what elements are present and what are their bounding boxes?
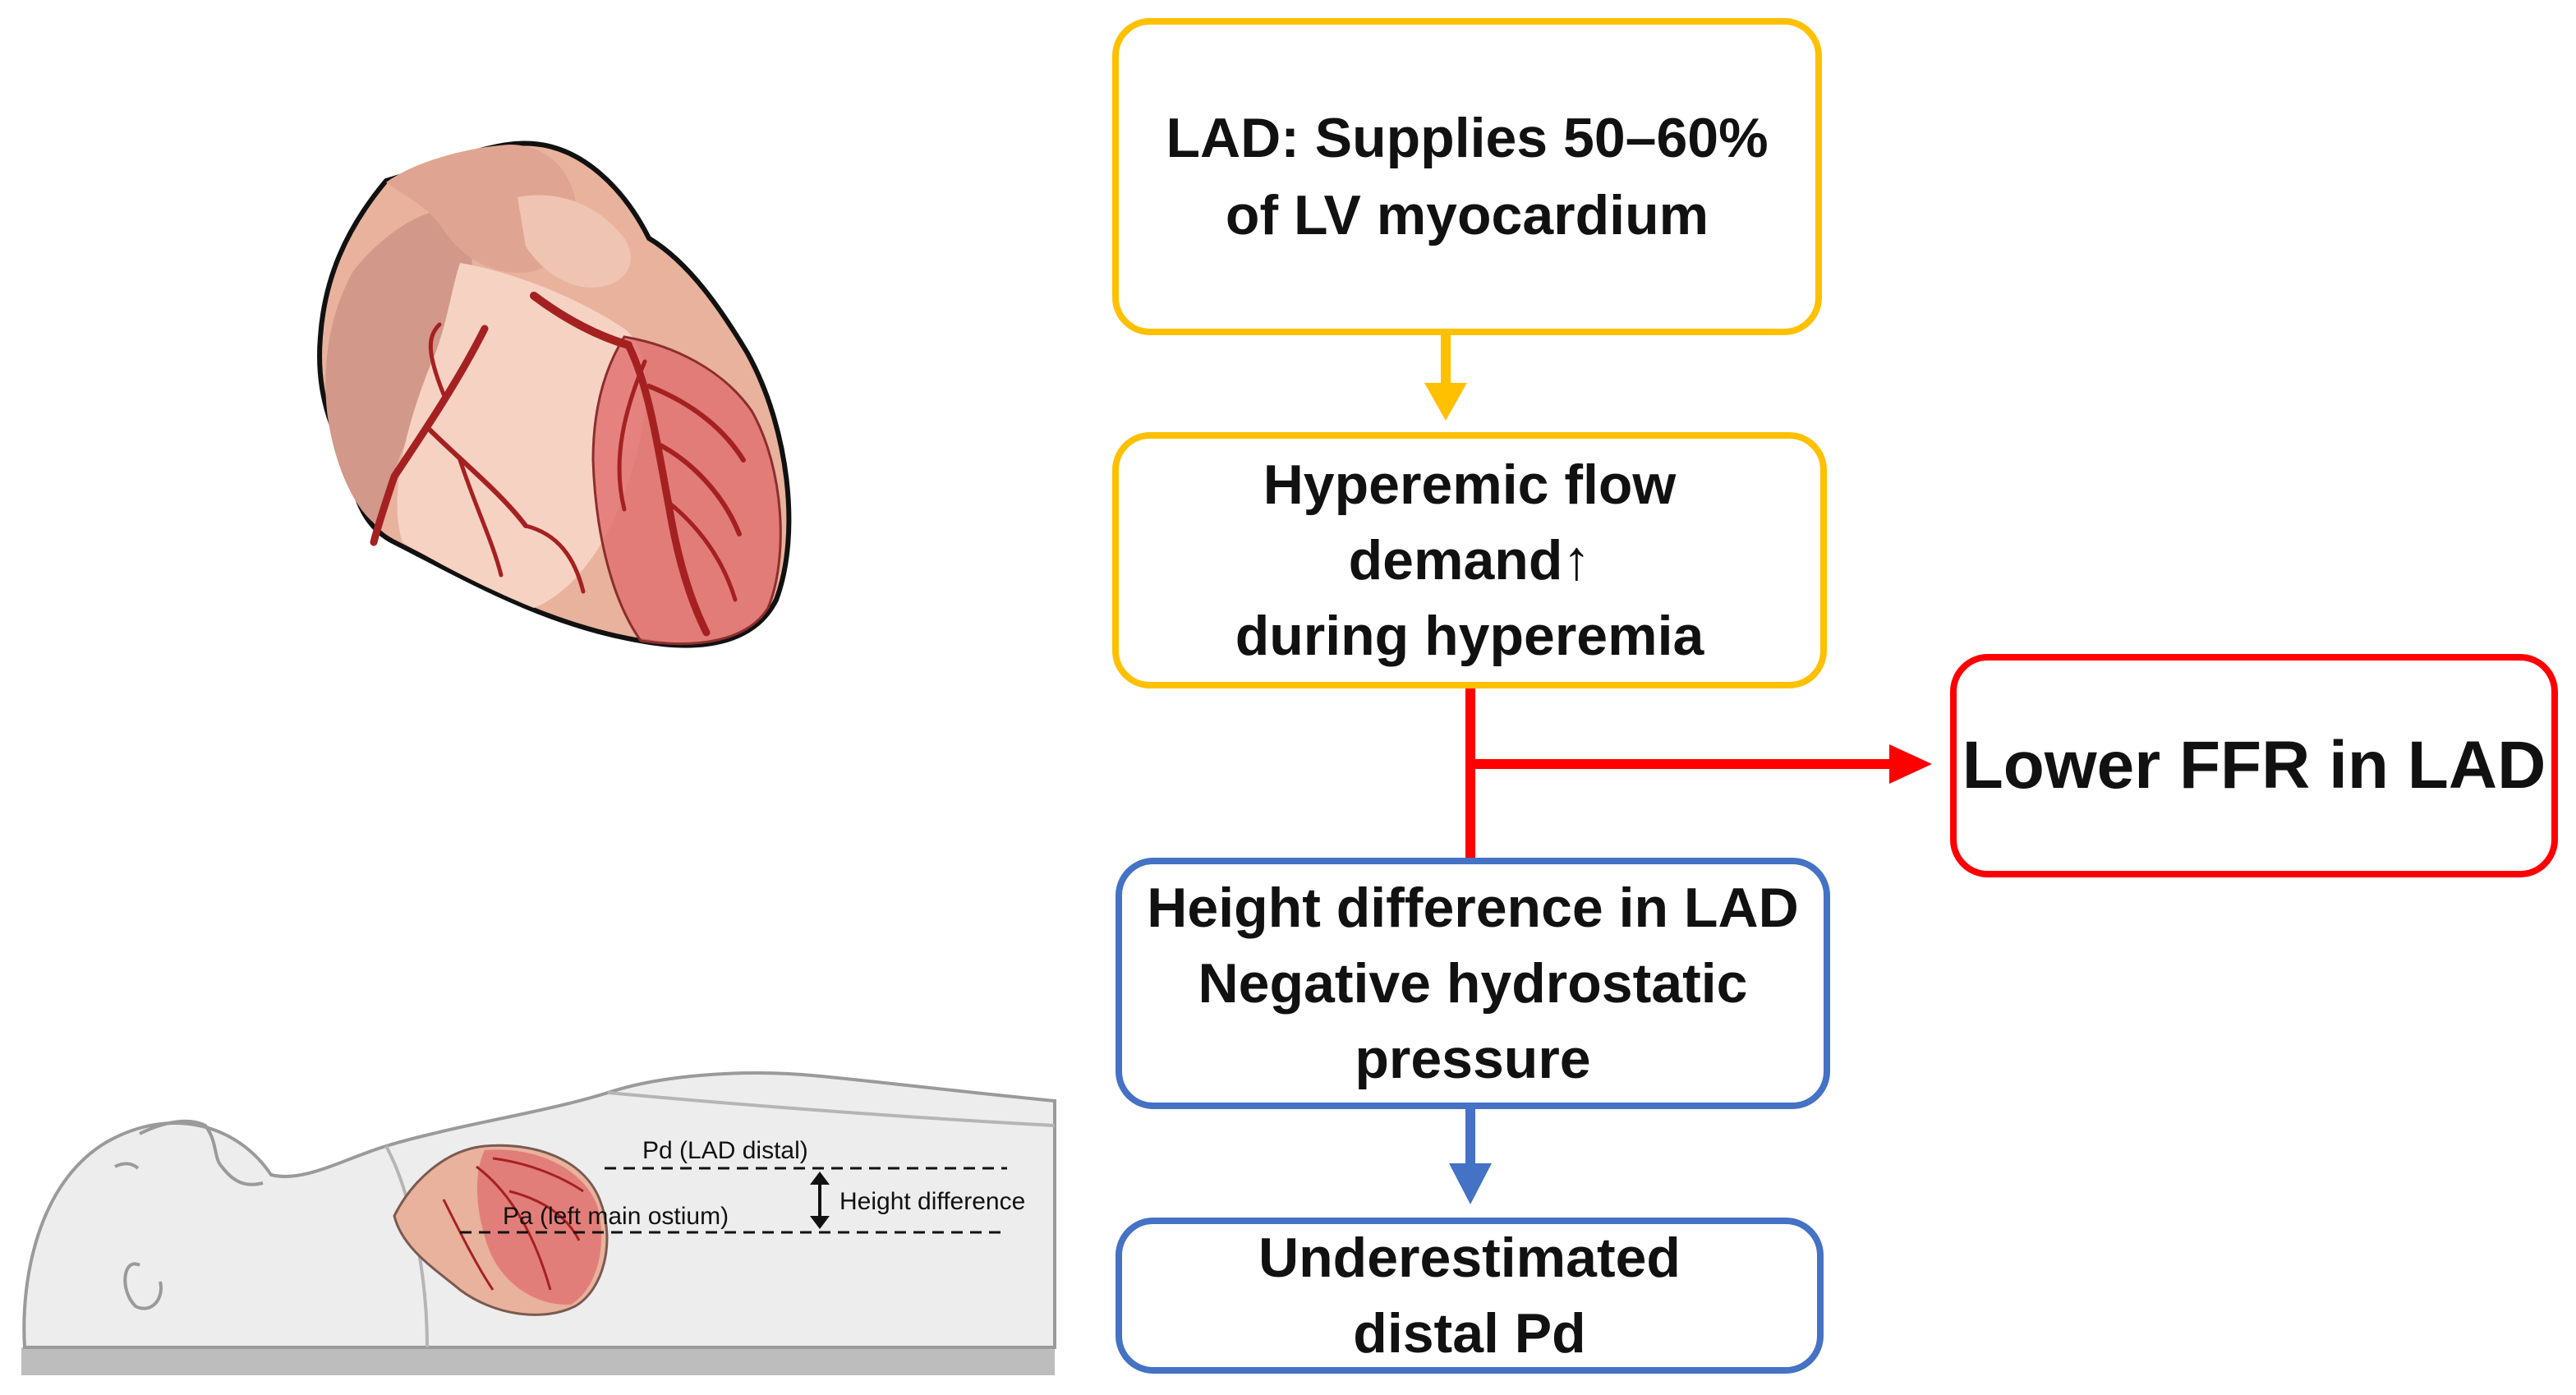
ffr-box-line-1: Lower FFR in LAD — [1962, 728, 2546, 803]
bed — [21, 1347, 1055, 1375]
lad-supply-box: LAD: Supplies 50–60% of LV myocardium — [1112, 18, 1822, 335]
patient-heart-lad-territory — [476, 1149, 602, 1305]
yellow-arrow — [1424, 335, 1467, 421]
hyper-box-line-1: Hyperemic flow — [1263, 453, 1677, 516]
under-box-line-2: distal Pd — [1353, 1302, 1586, 1365]
yellow-arrowhead-icon — [1424, 383, 1467, 421]
height-box-line-3: pressure — [1355, 1028, 1591, 1090]
hyperemic-flow-box: Hyperemic flow demand↑ during hyperemia — [1112, 432, 1827, 688]
pd-label: Pd (LAD distal) — [642, 1137, 808, 1164]
height-box-line-2: Negative hydrostatic — [1198, 952, 1748, 1015]
hyper-box-line-3: during hyperemia — [1235, 605, 1704, 667]
heart-illustration — [317, 140, 792, 648]
patient-face — [139, 1119, 264, 1186]
patient-eye — [114, 1162, 140, 1170]
pa-label: Pa (left main ostium) — [503, 1203, 729, 1230]
blue-arrowhead-icon — [1449, 1163, 1492, 1204]
red-arrowhead-icon — [1889, 744, 1932, 784]
height-difference-box: Height difference in LAD Negative hydros… — [1116, 858, 1830, 1109]
lad-box-line-1: LAD: Supplies 50–60% — [1166, 107, 1769, 169]
heart-front-surface — [397, 263, 646, 608]
lad-box-line-2: of LV myocardium — [1225, 184, 1709, 246]
supine-patient-illustration: Pd (LAD distal) Pa (left main ostium) He… — [21, 1071, 1056, 1375]
height-box-line-1: Height difference in LAD — [1147, 877, 1799, 939]
patient-ear — [123, 1262, 163, 1310]
heart-right-atrium — [325, 209, 472, 526]
lower-ffr-box: Lower FFR in LAD — [1950, 654, 2558, 877]
blue-arrow — [1449, 1109, 1492, 1204]
coronary-arteries — [370, 292, 746, 637]
patient-arm — [607, 1091, 1056, 1127]
pulmonary-trunk — [518, 195, 631, 288]
underestimated-pd-box: Underestimated distal Pd — [1116, 1218, 1824, 1374]
red-connector — [1465, 688, 1932, 858]
under-box-line-1: Underestimated — [1258, 1227, 1681, 1289]
height-arrow-up-icon — [810, 1172, 830, 1185]
height-label: Height difference — [840, 1188, 1025, 1215]
hyper-box-line-2: demand↑ — [1348, 529, 1591, 592]
height-arrow-down-icon — [810, 1216, 830, 1229]
lad-territory — [591, 335, 782, 646]
